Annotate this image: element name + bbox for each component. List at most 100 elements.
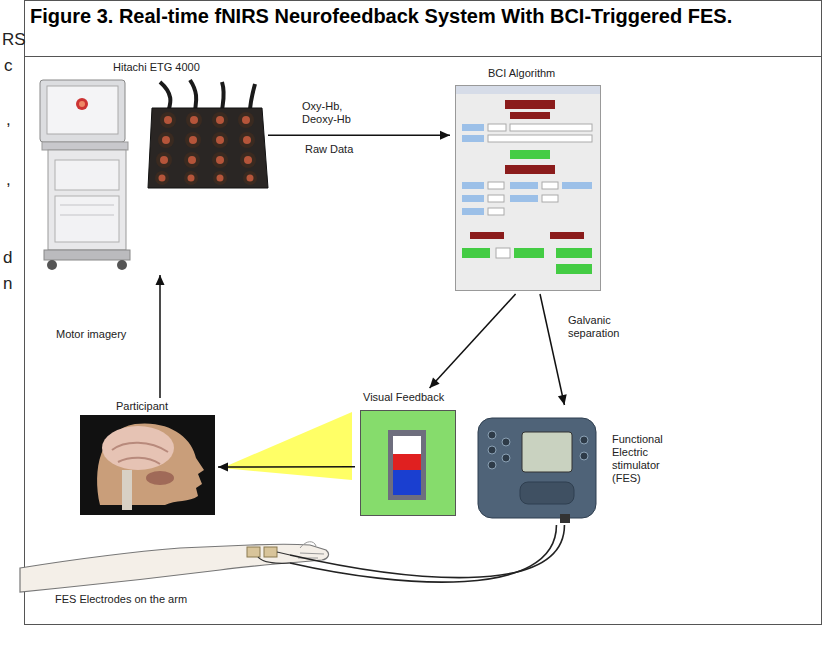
fnirs-machine [40, 80, 130, 270]
fnirs-machine-part [47, 86, 118, 134]
fnirs-machine-part [55, 196, 119, 242]
flow-arrow [218, 462, 355, 471]
fnirs-machine-part [47, 260, 57, 270]
bci-software-window-part [510, 124, 592, 131]
optode-probe-part [238, 112, 254, 128]
feedback-screen-part [393, 436, 421, 454]
fes-stimulator-device-part [488, 446, 496, 454]
flow-arrow [156, 275, 165, 398]
page-text-fragment: , [6, 170, 11, 190]
arm-drawing-part [20, 544, 329, 592]
fnirs-machine-part [48, 150, 126, 250]
optode-probe-part [160, 156, 168, 164]
figure-frame-part [25, 1, 822, 625]
bci-software-window-part [505, 100, 555, 109]
bci-software-window-part [510, 112, 550, 119]
feedback-screen [361, 411, 456, 516]
node-label: BCI Algorithm [488, 67, 555, 80]
device-node: Hitachi ETG 4000 [28, 60, 268, 275]
optode-probe-part [244, 156, 252, 164]
figure-frame [25, 1, 822, 625]
participant-head-scan [80, 415, 215, 515]
fnirs-machine-part [42, 142, 128, 150]
page-text-fragment: c [4, 56, 13, 76]
optode-probe-part [217, 175, 224, 182]
edge-label: Galvanic separation [566, 314, 642, 340]
bci-software-window-part [462, 195, 484, 202]
arrow-line [540, 294, 564, 405]
bci-software-window-part [488, 195, 504, 202]
fnirs-machine-part [79, 101, 85, 107]
optode-probe-part [184, 152, 200, 168]
bci-software-window [456, 86, 601, 291]
participant-head-scan-part [146, 471, 174, 485]
flow-arrow [540, 294, 567, 405]
optode-probe-part [159, 175, 166, 182]
optode-probe-part [212, 132, 228, 148]
bci-software-window-part [462, 208, 484, 215]
optode-probe-part [240, 152, 256, 168]
bci-software-window-part [470, 232, 504, 239]
arm-drawing-part [247, 547, 260, 557]
feedback-node: Visual Feedback [355, 388, 460, 517]
bci-software-window-part [488, 208, 504, 215]
fes-stimulator-device-part [502, 438, 510, 446]
optode-probe-part [212, 152, 228, 168]
fes-stimulator-device-part [580, 452, 588, 460]
bci-software-window-part [462, 248, 490, 258]
bci-software-window-part [488, 182, 504, 189]
fnirs-machine-part [40, 80, 125, 142]
arm-drawing-part [264, 547, 277, 557]
bci-software-window-part [562, 182, 592, 189]
optode-probe-part [243, 136, 251, 144]
optode-probe-part [158, 132, 174, 148]
fnirs-machine-part [60, 215, 114, 216]
fes-stimulator-device-part [488, 431, 496, 439]
feedback-screen-part [393, 470, 421, 495]
arm-drawing-part [258, 557, 290, 563]
optode-probe-part [156, 152, 172, 168]
optode-probe-part [184, 171, 198, 185]
node-label: FES Electrodes on the arm [55, 593, 187, 606]
optode-probe-part [216, 136, 224, 144]
figure-frame-part [25, 56, 822, 57]
feedback-screen-part [388, 430, 426, 500]
optode-probe-part [243, 171, 257, 185]
participant-head-scan-part [80, 415, 215, 515]
arm-drawing-part [300, 553, 324, 554]
optode-probe-part [186, 112, 202, 128]
stimulator-node: Functional Electric stimulator (FES) [472, 405, 687, 525]
participant-head-scan-part [102, 426, 174, 470]
fes-stimulator-device-part [488, 461, 496, 469]
optode-probe-part [164, 116, 172, 124]
bci-software-window-part [510, 195, 538, 202]
optode-probe-part [160, 112, 176, 128]
arm-drawing-part [300, 542, 316, 548]
fes-stimulator-device-part [580, 436, 588, 444]
arrowhead [218, 462, 228, 471]
fes-stimulator-device-part [522, 432, 572, 472]
fes-stimulator-device-part [520, 482, 574, 504]
bci-software-window-part [514, 248, 544, 258]
participant-head-scan-part [112, 443, 168, 452]
optode-probe-part [188, 175, 195, 182]
figure-title: Figure 3. Real-time fNIRS Neurofeedback … [30, 4, 815, 28]
page-text-fragment: d [3, 248, 12, 268]
arrowhead [156, 275, 165, 285]
edge-label: Oxy-Hb, Deoxy-Hb [300, 100, 368, 126]
feedback-light-beam-part [222, 412, 352, 480]
bci-software-window-part [456, 86, 600, 94]
bci-software-window-part [488, 124, 506, 131]
fnirs-machine-part [44, 250, 130, 260]
optode-probe-part [185, 132, 201, 148]
arm-drawing-part [277, 552, 290, 555]
feedback-light-beam [222, 412, 352, 480]
arrow-line [218, 466, 355, 468]
bci-software-window-part [542, 195, 558, 202]
bci-software-window-part [550, 232, 584, 239]
fes-stimulator-device [478, 418, 596, 523]
arrow-line [268, 135, 450, 137]
feedback-screen-part [393, 454, 421, 470]
optode-probe-part [162, 136, 170, 144]
optode-probe-part [190, 116, 198, 124]
